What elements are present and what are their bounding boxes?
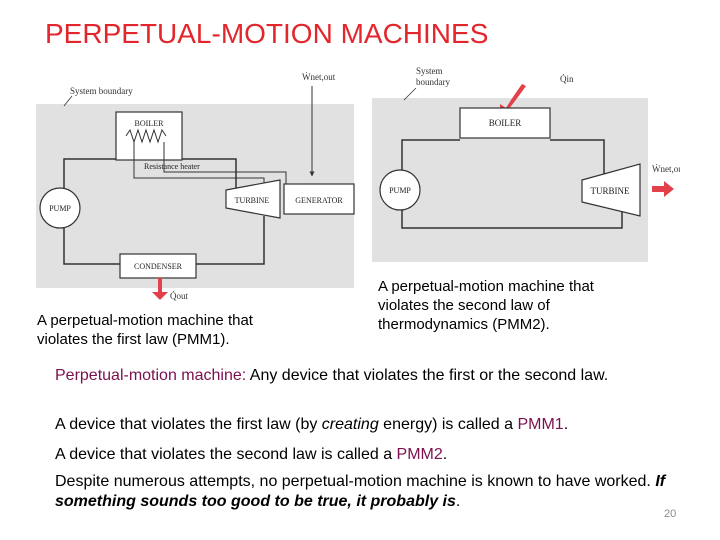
conclusion-paragraph: Despite numerous attempts, no perpetual-… <box>55 472 675 512</box>
boiler: BOILER <box>459 107 551 139</box>
w-net-out-label: Ẇnet,out <box>302 72 336 82</box>
system-boundary-label-line2: boundary <box>416 77 450 87</box>
pipe <box>63 158 116 198</box>
system-boundary-pointer <box>403 87 417 101</box>
svg-text:PUMP: PUMP <box>389 186 411 195</box>
text-run: Despite numerous attempts, no perpetual-… <box>55 473 656 490</box>
turbine: TURBINE <box>225 179 281 219</box>
system-boundary-pointer <box>63 95 73 107</box>
pmm1-diagram: System boundary Ẇnet,out BOILER Resistan… <box>36 72 355 301</box>
heater-wire <box>163 142 287 184</box>
bold-italic-statement: If something sounds too good to be true,… <box>55 473 666 510</box>
condenser: CONDENSER <box>119 253 197 279</box>
w-net-out-label: Ẇnet,out <box>652 164 680 174</box>
resistance-heater-coil <box>125 128 167 144</box>
q-out-label: Q̇out <box>170 291 188 301</box>
text-run: A device that violates the second law is… <box>55 446 397 463</box>
turbine: TURBINE <box>581 163 641 217</box>
text-run: . <box>563 416 569 433</box>
boiler: BOILER <box>115 111 183 161</box>
caption-line: A perpetual-motion machine that <box>378 278 594 295</box>
resistance-heater-label: Resistance heater <box>144 162 200 171</box>
pmm2-term: PMM2 <box>396 446 443 463</box>
text-run: . <box>442 446 448 463</box>
svg-text:PUMP: PUMP <box>49 204 71 213</box>
heater-wire <box>133 142 265 184</box>
svg-text:TURBINE: TURBINE <box>235 196 270 205</box>
svg-text:GENERATOR: GENERATOR <box>295 196 343 205</box>
pipe <box>401 139 460 178</box>
pump: PUMP <box>379 169 421 211</box>
slide-title: PERPETUAL-MOTION MACHINES <box>45 18 489 49</box>
text-run: energy) is called a <box>378 416 518 433</box>
pmm1-paragraph: A device that violates the first law (by… <box>55 415 675 435</box>
heat-out-arrow <box>152 278 168 300</box>
pmm1-term: PMM1 <box>517 416 564 433</box>
caption-line: violates the second law of <box>378 297 550 314</box>
pipe <box>550 139 605 178</box>
svg-text:CONDENSER: CONDENSER <box>134 262 183 271</box>
pipe <box>196 216 265 265</box>
system-boundary-label-line1: System <box>416 66 443 76</box>
pipe <box>182 158 237 198</box>
page-number: 20 <box>664 508 677 520</box>
text-run: . <box>455 493 461 510</box>
pipe <box>401 206 623 229</box>
pmm2-diagram: System boundary Q̇in BOILER PUMP TURBINE… <box>372 66 680 262</box>
svg-text:BOILER: BOILER <box>489 118 522 128</box>
pump: PUMP <box>39 187 81 229</box>
pipe <box>63 216 120 265</box>
generator: GENERATOR <box>283 183 355 215</box>
system-boundary-label: System boundary <box>70 86 133 96</box>
pmm1-caption: A perpetual-motion machine that violates… <box>37 311 337 349</box>
caption-line: A perpetual-motion machine that <box>37 312 253 329</box>
work-out-arrow <box>652 181 674 197</box>
pmm2-caption: A perpetual-motion machine that violates… <box>378 277 668 334</box>
caption-line: violates the first law (PMM1). <box>37 331 230 348</box>
pmm2-paragraph: A device that violates the second law is… <box>55 445 675 465</box>
definition-paragraph: Perpetual-motion machine: Any device tha… <box>55 366 675 386</box>
text-run: A device that violates the first law (by <box>55 416 322 433</box>
caption-line: thermodynamics (PMM2). <box>378 316 550 333</box>
q-in-label: Q̇in <box>560 74 574 84</box>
definition-term: Perpetual-motion machine: <box>55 367 247 384</box>
svg-text:BOILER: BOILER <box>135 119 165 128</box>
svg-text:TURBINE: TURBINE <box>591 186 630 196</box>
emphasis: creating <box>321 416 379 433</box>
definition-text: Any device that violates the first or th… <box>246 367 609 384</box>
